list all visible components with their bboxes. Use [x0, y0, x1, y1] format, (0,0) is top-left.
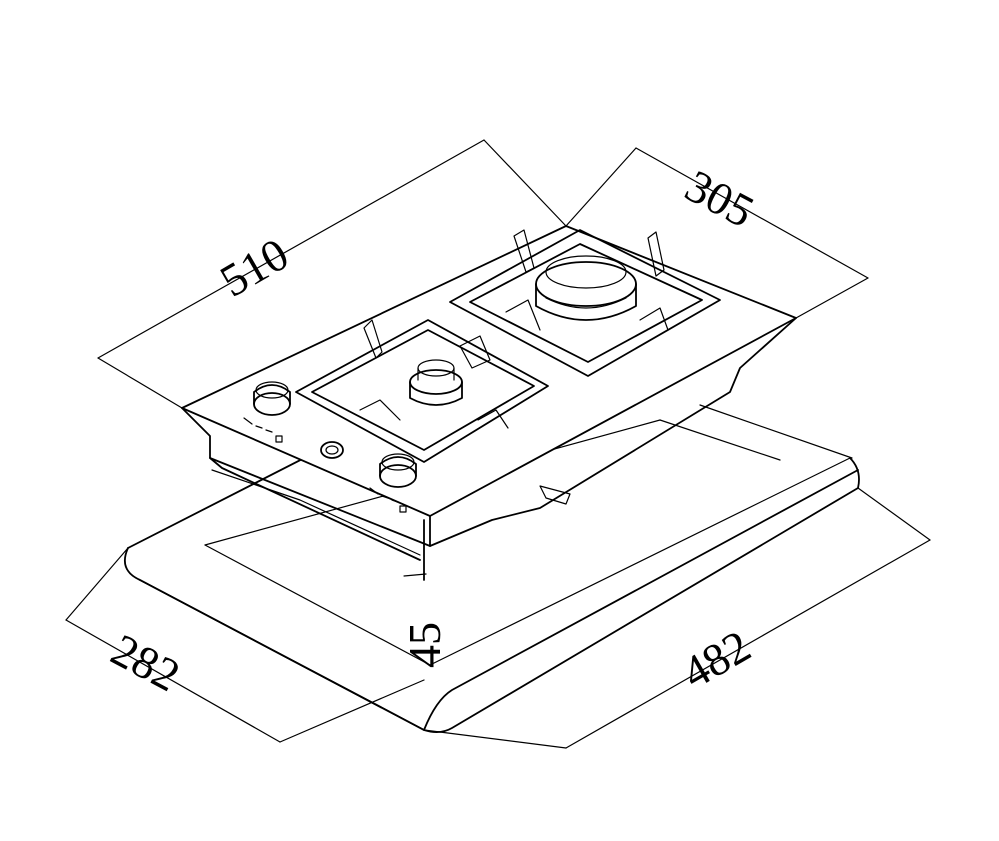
control-knob-left — [243, 381, 291, 443]
dimension-label-510: 510 — [212, 228, 297, 307]
dimension-label-482: 482 — [674, 620, 759, 699]
control-knob-right — [369, 453, 417, 513]
large-burner-zone — [449, 229, 721, 377]
small-burner — [409, 359, 463, 406]
dimension-label-282: 282 — [103, 624, 188, 701]
dimension-label-45: 45 — [399, 622, 450, 668]
small-burner-zone — [295, 319, 549, 463]
dimension-label-305: 305 — [677, 160, 762, 237]
large-burner — [535, 255, 637, 321]
igniter-button — [320, 441, 344, 459]
dimension-lines — [65, 139, 931, 749]
